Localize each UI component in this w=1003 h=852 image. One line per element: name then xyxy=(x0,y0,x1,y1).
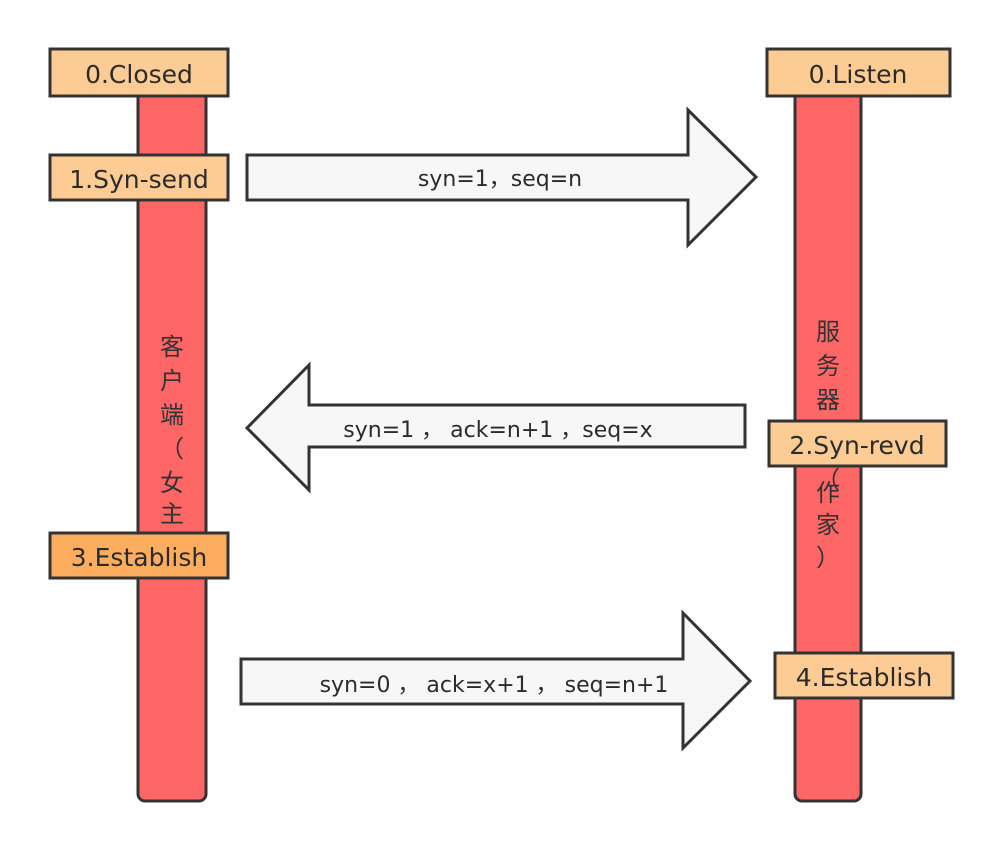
server-lane-label: 服 务 器 （ 作 家 ） xyxy=(816,318,840,572)
arrow-right-icon xyxy=(245,106,759,249)
arrow-label: syn=1，seq=n xyxy=(418,167,582,192)
server-state-syn-revd: 2.Syn-revd xyxy=(767,419,948,468)
state-box xyxy=(48,47,230,98)
client-state-establish: 3.Establish xyxy=(48,531,230,580)
message-arrow-syn-ack: syn=1 ， ack=n+1 ，seq=x xyxy=(244,361,747,494)
client-lane-char: 户 xyxy=(160,367,184,395)
message-arrow-syn: syn=1，seq=n xyxy=(245,106,759,249)
server-lane-char: 服 xyxy=(816,318,840,346)
server-lane-char: 务 xyxy=(816,352,840,380)
state-label: 1.Syn-send xyxy=(69,165,209,194)
client-lane-label: 客 户 端 （ 女 主 xyxy=(160,333,184,528)
state-box xyxy=(767,419,948,468)
client-state-syn-send: 1.Syn-send xyxy=(48,153,230,202)
state-label: 2.Syn-revd xyxy=(789,431,924,460)
client-lane-char: 女 xyxy=(160,469,184,497)
server-state-establish: 4.Establish xyxy=(773,651,955,700)
arrow-label: syn=1 ， ack=n+1 ，seq=x xyxy=(343,418,652,443)
state-label: 0.Listen xyxy=(809,60,908,89)
client-lane-char: （ xyxy=(160,435,184,463)
message-arrow-ack: syn=0 ， ack=x+1 ， seq=n+1 xyxy=(239,609,753,752)
arrow-left-icon xyxy=(244,361,747,494)
server-lane-char: 器 xyxy=(816,386,840,414)
state-label: 0.Closed xyxy=(85,60,193,89)
server-lane-char: 作 xyxy=(816,479,840,507)
arrow-right-icon xyxy=(239,609,753,752)
state-box xyxy=(773,651,955,700)
client-state-closed: 0.Closed xyxy=(48,47,230,98)
state-label: 4.Establish xyxy=(796,663,932,692)
client-lane-char: 客 xyxy=(160,333,184,361)
server-lane-char: ） xyxy=(816,544,840,572)
server-state-listen: 0.Listen xyxy=(765,47,952,98)
server-lane-char: 家 xyxy=(816,511,840,539)
state-box xyxy=(48,531,230,580)
state-box xyxy=(48,153,230,202)
state-box xyxy=(765,47,952,98)
arrow-label: syn=0 ， ack=x+1 ， seq=n+1 xyxy=(320,673,669,698)
state-label: 3.Establish xyxy=(71,543,207,572)
server-lane-char: （ xyxy=(816,466,840,494)
client-lane-char: 主 xyxy=(160,500,184,528)
client-lane-char: 端 xyxy=(160,401,184,429)
